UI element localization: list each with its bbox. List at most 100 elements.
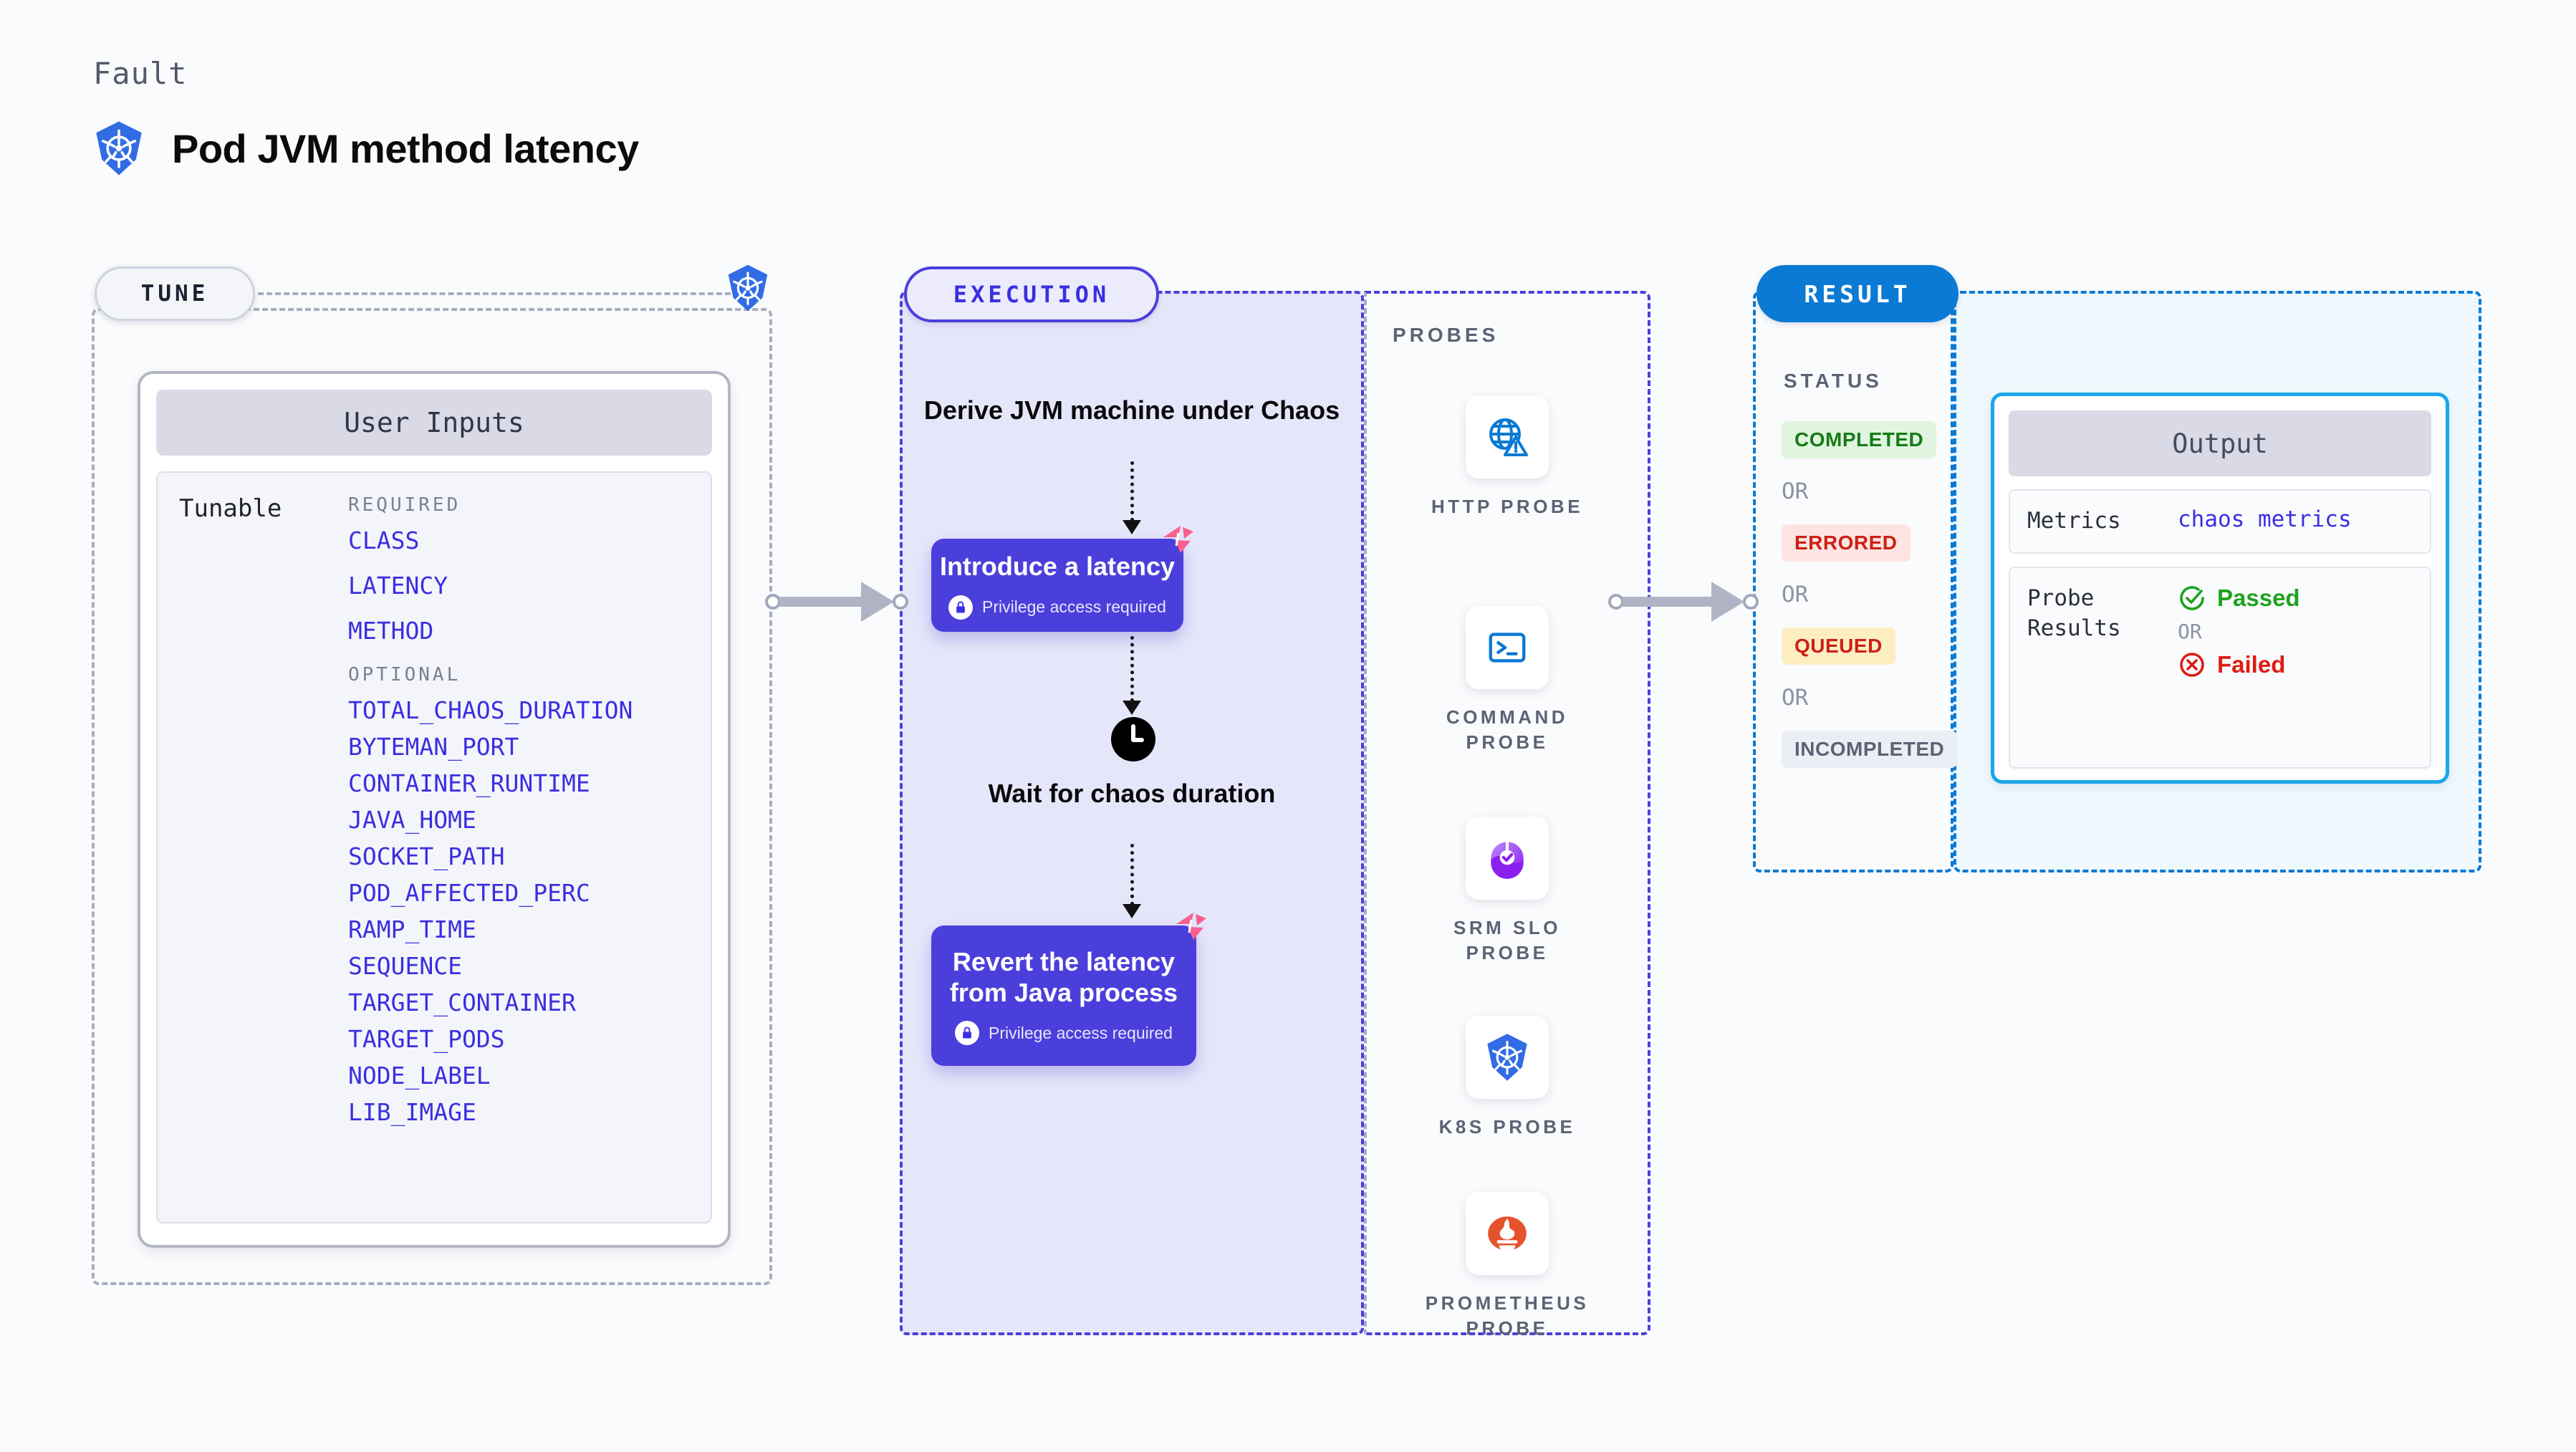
prometheus-icon [1488,1216,1527,1252]
probe-label: PROMETHEUS PROBE [1425,1292,1590,1340]
user-inputs-card: User Inputs Tunable REQUIRED CLASS LATEN… [138,371,731,1248]
clock-icon [1110,716,1156,766]
param-latency[interactable]: LATENCY [348,572,448,600]
param-target-pods[interactable]: TARGET_PODS [348,1025,505,1053]
param-byteman-port[interactable]: BYTEMAN_PORT [348,733,519,761]
probe-result-failed: Failed [2178,650,2300,679]
connector-start-dot [1608,594,1624,610]
connector-end-dot [1743,594,1759,610]
tunable-row-label: Tunable [179,494,282,523]
execution-step-derive-jvm: Derive JVM machine under Chaos [923,395,1340,425]
lock-icon [955,1021,980,1046]
litmus-glyph [1176,913,1206,940]
parameters-column: REQUIRED CLASS LATENCY METHOD OPTIONAL T… [348,494,699,1211]
probe-tile [1466,1192,1549,1275]
param-pod-affected-perc[interactable]: POD_AFFECTED_PERC [348,879,590,907]
page-title: Pod JVM method latency [172,125,639,171]
param-target-container[interactable]: TARGET_CONTAINER [348,989,576,1016]
kubernetes-icon [1487,1034,1527,1081]
check-circle-icon [2180,586,2204,610]
status-badge-completed: COMPLETED [1782,421,1937,458]
tune-kubernetes-badge [726,264,770,316]
param-node-label[interactable]: NODE_LABEL [348,1062,491,1090]
privilege-note: Privilege access required [948,595,1166,620]
globe-warning-icon [1489,418,1528,456]
connector-shaft [1623,597,1730,607]
litmus-mark-icon [1172,908,1209,949]
execution-pill-label[interactable]: EXECUTION [904,266,1159,322]
connector-end-dot [893,594,908,610]
probe-label: COMMAND PROBE [1446,706,1569,754]
execution-card-title: Introduce a latency [939,552,1176,582]
privilege-text: Privilege access required [989,1023,1173,1042]
probe-tile [1466,395,1549,479]
probe-failed-label: Failed [2217,650,2286,678]
output-probe-values: Passed OR Failed [2178,584,2300,751]
param-container-runtime[interactable]: CONTAINER_RUNTIME [348,769,590,797]
param-class[interactable]: CLASS [348,527,420,554]
param-socket-path[interactable]: SOCKET_PATH [348,842,505,870]
srm-slo-icon [1491,842,1524,879]
param-lib-image[interactable]: LIB_IMAGE [348,1098,476,1126]
execution-card-title: Revert the latency from Java process [949,946,1178,1007]
probe-command[interactable]: COMMAND PROBE [1364,606,1650,755]
output-card: Output Metrics chaos metrics Probe Resul… [1991,393,2449,784]
x-circle-icon [2180,653,2204,677]
kubernetes-icon [728,264,768,312]
output-metrics-value[interactable]: chaos metrics [2178,506,2352,532]
tune-connector-line [258,292,731,295]
terminal-icon [1489,633,1526,663]
probe-passed-label: Passed [2217,584,2300,611]
param-total-chaos-duration[interactable]: TOTAL_CHAOS_DURATION [348,696,633,724]
privilege-note: Privilege access required [955,1021,1173,1046]
probe-tile [1466,817,1549,900]
param-method[interactable]: METHOD [348,617,434,645]
connector-arrowhead [1711,582,1744,622]
probe-label: HTTP PROBE [1431,496,1584,517]
probe-tile [1466,1016,1549,1099]
user-inputs-title: User Inputs [156,390,712,456]
probe-result-or: OR [2178,619,2202,643]
status-badge-errored: ERRORED [1782,524,1911,562]
connector-execution-to-result [1608,573,1759,630]
param-ramp-time[interactable]: RAMP_TIME [348,915,476,943]
result-pill-label[interactable]: RESULT [1756,265,1959,322]
status-badge-incompleted: INCOMPLETED [1782,731,1958,768]
tune-region [92,308,772,1285]
probe-prometheus[interactable]: PROMETHEUS PROBE [1364,1192,1650,1341]
probe-srm-slo[interactable]: SRM SLO PROBE [1364,817,1650,966]
connector-tune-to-execution [765,573,908,630]
execution-step-wait-chaos: Wait for chaos duration [988,779,1276,808]
param-sequence[interactable]: SEQUENCE [348,952,462,980]
required-group-label: REQUIRED [348,494,461,516]
probe-result-passed: Passed [2178,584,2300,612]
user-inputs-body: Tunable REQUIRED CLASS LATENCY METHOD OP… [156,471,712,1223]
page-header: Pod JVM method latency [93,120,639,176]
execution-steps: Derive JVM machine under Chaos Introduce… [900,291,1364,1335]
probe-http[interactable]: HTTP PROBE [1364,395,1650,519]
execution-card-introduce-latency[interactable]: Introduce a latency Privilege access req… [931,539,1183,632]
probe-label: SRM SLO PROBE [1453,917,1561,964]
status-badge-queued: QUEUED [1782,628,1895,665]
status-or-3: OR [1782,685,1809,711]
connector-arrowhead [861,582,894,622]
output-title: Output [2009,410,2431,476]
tune-pill-label[interactable]: TUNE [95,266,255,321]
lock-icon [948,595,974,620]
optional-group-label: OPTIONAL [348,664,461,686]
status-label: STATUS [1784,370,1883,392]
status-or-2: OR [1782,582,1809,607]
output-metrics-key: Metrics [2027,508,2121,534]
connector-start-dot [765,594,781,610]
param-java-home[interactable]: JAVA_HOME [348,806,476,834]
output-row-probe-results: Probe Results Passed OR Failed [2009,566,2431,769]
probe-k8s[interactable]: K8S PROBE [1364,1016,1650,1140]
result-status-region [1753,291,1953,872]
status-or-1: OR [1782,479,1809,504]
probe-tile [1466,606,1549,689]
lock-glyph [956,601,965,613]
execution-card-revert-latency[interactable]: Revert the latency from Java process Pri… [931,925,1196,1066]
privilege-text: Privilege access required [982,597,1166,617]
litmus-glyph [1163,526,1193,553]
